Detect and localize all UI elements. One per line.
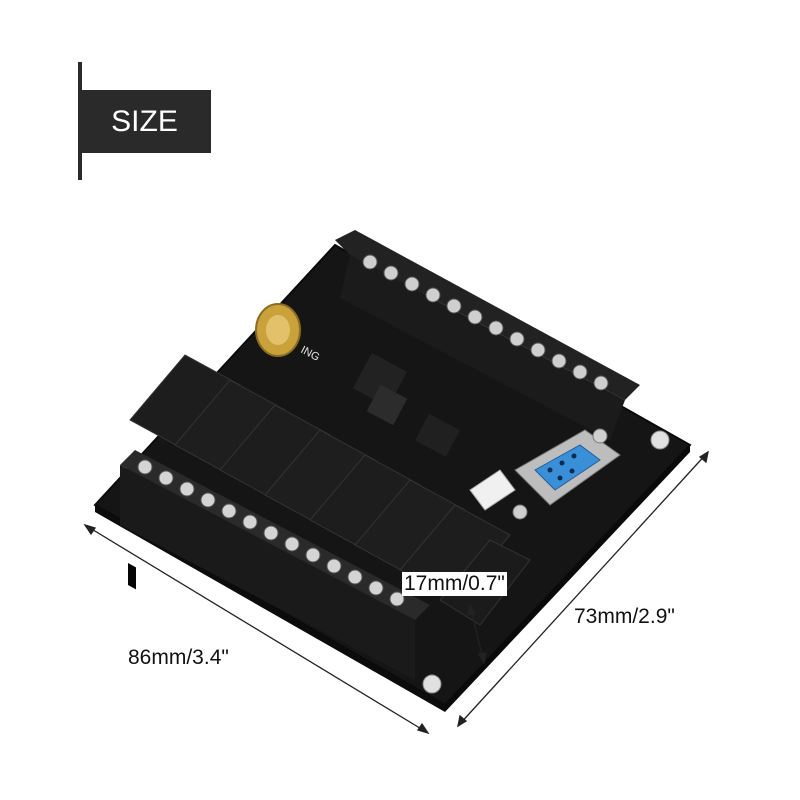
inductor <box>366 384 408 426</box>
mounting-hole <box>422 674 442 694</box>
bottom-terminal-slots <box>128 563 136 590</box>
bottom-terminal-screws <box>137 459 405 607</box>
width-dimension-label: 86mm/3.4" <box>128 646 229 669</box>
dimension-depth-line <box>457 450 709 728</box>
size-badge-label: SIZE <box>111 104 178 138</box>
size-badge: SIZE <box>78 90 211 153</box>
top-terminal-front <box>340 255 625 440</box>
white-header-connector <box>469 469 516 511</box>
height-dimension-label: 17mm/0.7" <box>402 572 507 596</box>
depth-dimension-label: 73mm/2.9" <box>574 605 675 628</box>
relay-row <box>129 354 531 626</box>
ic-chip <box>414 413 460 457</box>
top-terminal-screws <box>362 254 609 391</box>
dimension-height-line <box>467 603 487 665</box>
dimension-width-line <box>83 523 430 735</box>
mounting-hole <box>650 430 670 450</box>
db9-serial-connector <box>512 428 621 520</box>
pcb-edge-right <box>445 445 690 712</box>
bottom-terminal-front <box>120 465 415 680</box>
coin-battery <box>255 303 301 357</box>
